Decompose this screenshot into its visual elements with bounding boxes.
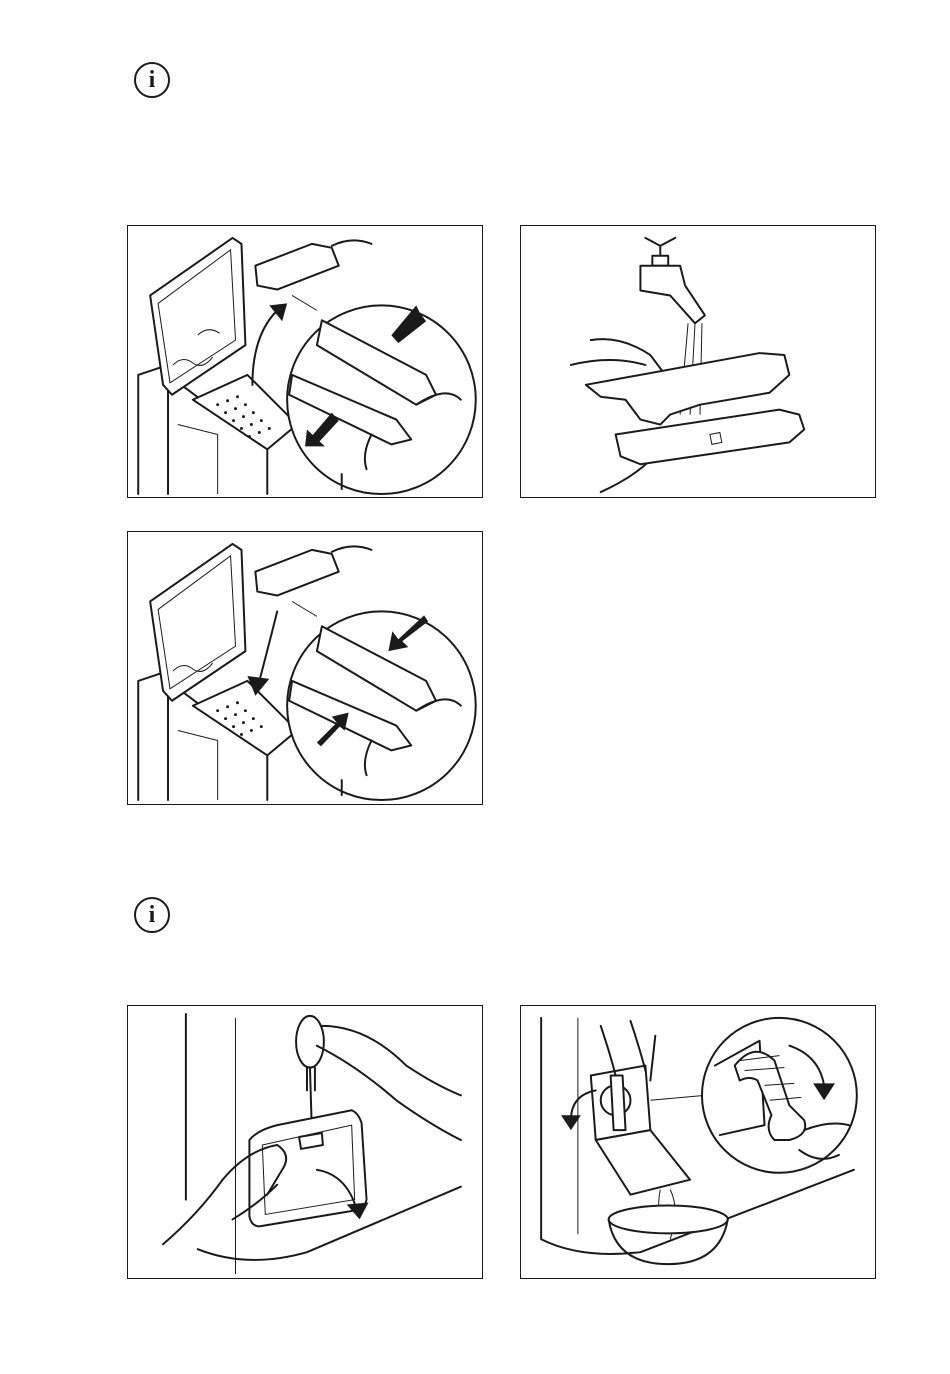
info-icon: i — [134, 897, 170, 933]
info-icon: i — [134, 62, 170, 98]
info-glyph: i — [149, 67, 156, 94]
pump-flap-illustration — [128, 1006, 482, 1278]
figure-refit-filter — [127, 531, 483, 805]
figure-remove-filter — [127, 225, 483, 498]
filter-rinse-illustration — [521, 226, 875, 497]
figure-open-pump-flap — [127, 1005, 483, 1279]
figure-rinse-filter — [520, 225, 876, 498]
filter-removal-illustration — [128, 226, 482, 497]
figure-unscrew-pump-filter — [520, 1005, 876, 1279]
info-glyph: i — [149, 902, 156, 929]
filter-refit-illustration — [128, 532, 482, 804]
pump-filter-illustration — [521, 1006, 875, 1278]
